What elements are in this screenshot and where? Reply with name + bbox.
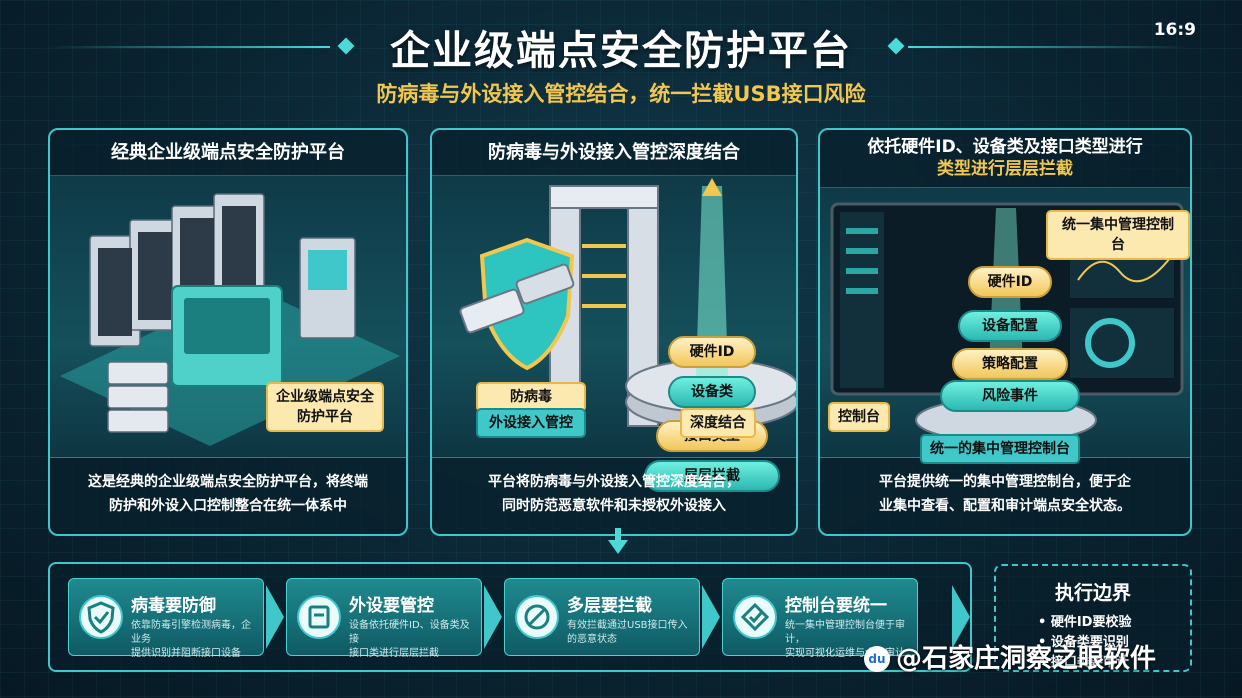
page-title: 企业级端点安全防护平台 xyxy=(390,28,852,74)
layer-policy-config: 策略配置 xyxy=(952,348,1068,380)
platform-tag: 企业级端点安全 防护平台 xyxy=(266,382,384,432)
panel-classic-platform: 经典企业级端点安全防护平台 企业级端点安 xyxy=(48,128,408,536)
panel-title: 防病毒与外设接入管控深度结合 xyxy=(432,130,796,176)
antivirus-tag: 防病毒 xyxy=(476,382,586,412)
deep-integration-tag: 深度结合 xyxy=(680,408,756,438)
layer-device-class: 设备类 xyxy=(668,376,756,408)
panel-title-line2: 类型进行层层拦截 xyxy=(937,159,1073,179)
exec-item: • 硬件ID要校验 xyxy=(1038,615,1132,630)
execution-boundary-box: 执行边界 • 硬件ID要校验 • 设备类要识别 • 接口类要审计 xyxy=(994,564,1192,672)
exec-title: 执行边界 xyxy=(1054,582,1131,604)
panel-title: 经典企业级端点安全防护平台 xyxy=(50,130,406,176)
control-tag: 控制台 xyxy=(828,402,890,432)
server-illustration xyxy=(60,193,400,446)
panel-title-line1: 依托硬件ID、设备类及接口类型进行 xyxy=(867,137,1143,157)
card-title: 控制台要统一 xyxy=(785,596,887,616)
card-description: 依靠防毒引擎检测病毒，企业务 提供识别并阻断接口设备 xyxy=(131,620,251,659)
panel-unified-console: 依托硬件ID、设备类及接口类型进行 类型进行层层拦截 统一集中管理控制台 硬件I… xyxy=(818,128,1192,536)
panel-title: 依托硬件ID、设备类及接口类型进行 类型进行层层拦截 xyxy=(820,130,1190,188)
header-divider-right xyxy=(908,46,1190,48)
layer-hardware-id: 硬件ID xyxy=(968,266,1052,298)
exec-item: • 接口类要审计 xyxy=(1038,655,1129,670)
card-antivirus: 病毒要防御 依靠防毒引擎检测病毒，企业务 提供识别并阻断接口设备 xyxy=(68,578,264,659)
server-room-illustration xyxy=(50,176,406,458)
flow-arrow-stem xyxy=(615,528,621,542)
card-title: 外设要管控 xyxy=(349,596,434,616)
card-description: 有效拦截通过USB接口传入 的恶意状态 xyxy=(567,620,688,645)
watermark-text: @石家庄洞察之眼软件 xyxy=(896,644,1157,674)
card-title: 多层要拦截 xyxy=(567,596,652,616)
card-description: 统一集中管理控制台便于审计， 实现可视化运维与合规审计 xyxy=(785,620,905,659)
shield-check-icon xyxy=(79,595,123,639)
layer-risk-events: 风险事件 xyxy=(940,380,1080,412)
flow-arrow-down-icon xyxy=(608,540,628,554)
chevron-right-icon xyxy=(266,585,284,649)
layer-intercept: 层层拦截 xyxy=(644,460,780,492)
card-peripheral: 外设要管控 设备依托硬件ID、设备类及接 接口类进行层层拦截 xyxy=(286,578,482,659)
card-console: 控制台要统一 统一集中管理控制台便于审计， 实现可视化运维与合规审计 xyxy=(722,578,918,659)
page-subtitle: 防病毒与外设接入管控结合，统一拦截USB接口风险 xyxy=(376,82,866,106)
panel-deep-integration: 防病毒与外设接入管控深度结合 硬件ID 设备类 接口类型 层层拦截 防病毒 外设… xyxy=(430,128,798,536)
card-multilayer: 多层要拦截 有效拦截通过USB接口传入 的恶意状态 xyxy=(504,578,700,656)
chevron-right-icon xyxy=(952,585,970,649)
device-icon xyxy=(297,595,341,639)
panel-description: 这是经典的企业级端点安全防护平台，将终端 防护和外设入口控制整合在统一体系中 xyxy=(88,474,368,514)
console-icon xyxy=(733,595,777,639)
header-divider-left xyxy=(48,46,330,48)
card-description: 设备依托硬件ID、设备类及接 接口类进行层层拦截 xyxy=(349,620,470,659)
panel-description: 平台提供统一的集中管理控制台，便于企 业集中查看、配置和审计端点安全状态。 xyxy=(879,474,1131,514)
card-title: 病毒要防御 xyxy=(131,596,216,616)
exec-item: • 设备类要识别 xyxy=(1038,635,1129,650)
exec-list: • 硬件ID要校验 • 设备类要识别 • 接口类要审计 xyxy=(996,613,1190,673)
peripheral-tag: 外设接入管控 xyxy=(476,408,586,438)
console-tag: 统一集中管理控制台 xyxy=(1046,210,1190,260)
aspect-ratio-label: 16:9 xyxy=(1153,20,1196,40)
block-icon xyxy=(515,595,559,639)
unified-console-base: 统一的集中管理控制台 xyxy=(920,434,1080,464)
chevron-right-icon xyxy=(702,585,720,649)
watermark-logo: du xyxy=(864,646,890,672)
layer-hardware-id: 硬件ID xyxy=(668,336,756,368)
panel-description: 平台将防病毒与外设接入管控深度结合， 同时防范恶意软件和未授权外设接入 xyxy=(488,474,740,514)
layer-device-config: 设备配置 xyxy=(958,310,1062,342)
chevron-right-icon xyxy=(484,585,502,649)
